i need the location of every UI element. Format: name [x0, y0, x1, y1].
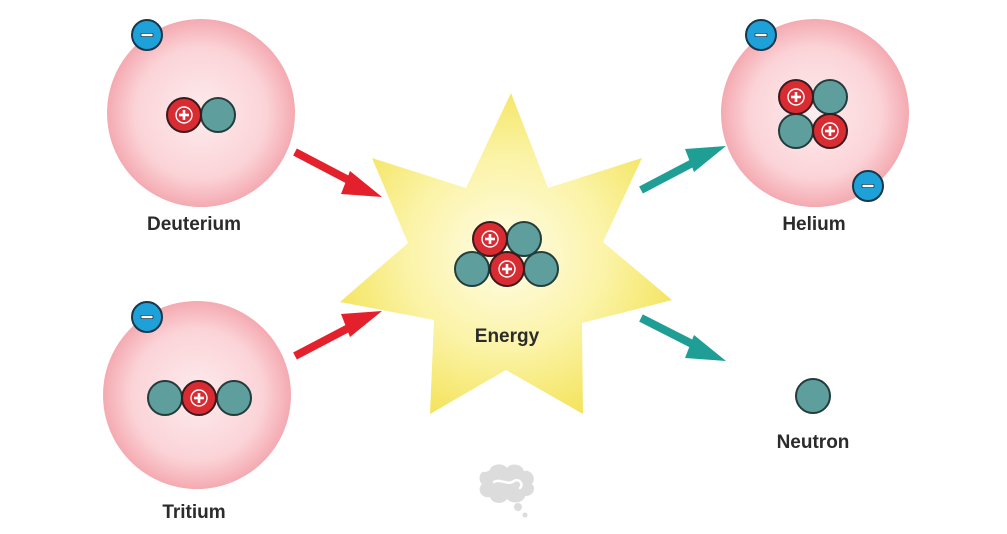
fused-proton-bottom-center [489, 251, 525, 287]
deuterium-electron-icon [131, 19, 163, 51]
helium-proton-bottom-right [812, 113, 848, 149]
energy-star [340, 93, 672, 414]
helium-electron-icon-bottom [852, 170, 884, 202]
deuterium-neutron [200, 97, 236, 133]
fused-neutron-bottom-left [454, 251, 490, 287]
helium-atom [721, 19, 909, 207]
energy-label: Energy [475, 326, 540, 347]
helium-electron-cloud [721, 19, 909, 207]
arrow-tritium-to-energy [293, 311, 382, 360]
arrow-deuterium-to-energy [293, 148, 382, 197]
deuterium-label: Deuterium [147, 214, 241, 235]
tritium-atom [103, 301, 291, 489]
tritium-electron-icon [131, 301, 163, 333]
tritium-proton [181, 380, 217, 416]
neutron-label: Neutron [777, 432, 850, 453]
helium-neutron-top-right [812, 79, 848, 115]
tritium-neutron-right [216, 380, 252, 416]
helium-proton-top-left [778, 79, 814, 115]
helium-label: Helium [782, 214, 845, 235]
arrow-energy-to-neutron [639, 314, 726, 361]
fused-neutron-bottom-right [523, 251, 559, 287]
tritium-neutron-left [147, 380, 183, 416]
fused-proton-top-left [472, 221, 508, 257]
tritium-label: Tritium [162, 502, 225, 523]
helium-electron-icon-top [745, 19, 777, 51]
helium-neutron-bottom-left [778, 113, 814, 149]
deuterium-atom [107, 19, 295, 207]
fused-neutron-top-right [506, 221, 542, 257]
free-neutron [795, 378, 831, 414]
brain-logo-icon [479, 464, 535, 518]
arrow-energy-to-helium [639, 146, 726, 194]
deuterium-proton [166, 97, 202, 133]
